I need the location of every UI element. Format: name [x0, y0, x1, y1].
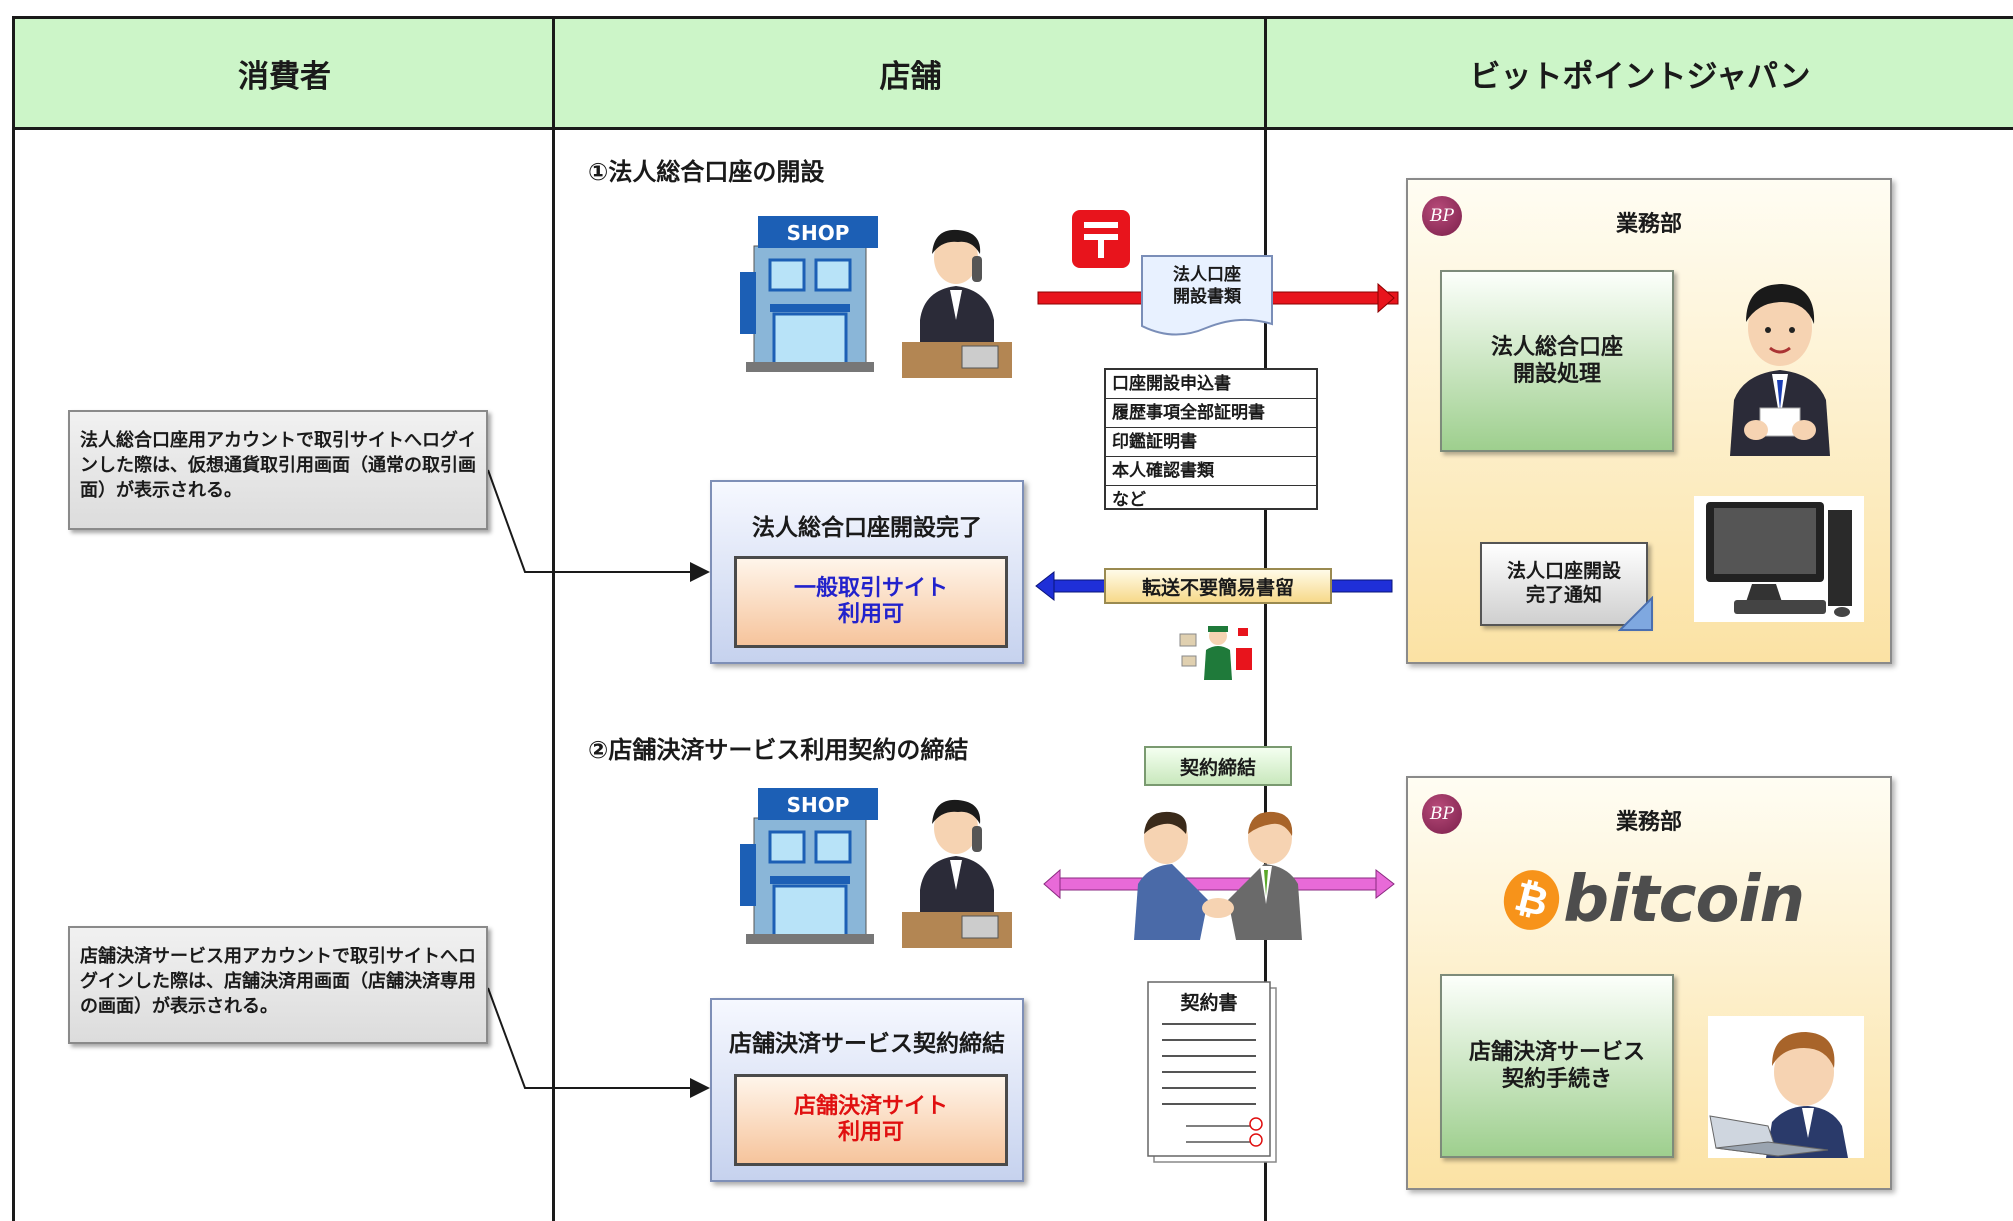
process-line-2: 開設処理 — [1512, 362, 1601, 387]
panel-inner-line-1: 一般取引サイト — [793, 575, 948, 601]
lane-divider-left — [12, 16, 15, 1221]
document-item: など — [1112, 490, 1146, 510]
business-dept-box: BP 業務部 ₿ bitcoin 店舗決済サービス 契約手続き — [1406, 776, 1892, 1190]
dept-title: 業務部 — [1615, 810, 1682, 835]
bitpoint-logo: BP — [1422, 196, 1462, 236]
lane-divider-bitpoint — [1264, 16, 1267, 1221]
handshake-icon — [1124, 804, 1312, 940]
payment-site-available: 店舗決済サイト 利用可 — [734, 1074, 1008, 1166]
notice-line-2: 完了通知 — [1525, 584, 1602, 606]
document-item: 履歴事項全部証明書 — [1106, 399, 1316, 428]
bitpoint-logo: BP — [1422, 794, 1462, 834]
panel-title: 店舗決済サービス契約締結 — [729, 1031, 1005, 1057]
desktop-computer-icon — [1694, 496, 1864, 622]
section1-title: ①法人総合口座の開設 — [588, 158, 825, 186]
shop-icon: SHOP — [740, 216, 880, 376]
lane-header-bitpoint: ビットポイントジャパン — [1264, 16, 2013, 130]
return-mail-text: 転送不要簡易書留 — [1141, 576, 1294, 599]
shop-sign: SHOP — [787, 221, 850, 245]
postal-mark-icon — [1072, 210, 1130, 268]
process-line-1: 法人総合口座 — [1490, 334, 1623, 360]
postman-icon — [1178, 620, 1258, 686]
lane-title-bitpoint: ビットポイントジャパン — [1469, 58, 1811, 95]
consumer-note-1: 法人総合口座用アカウントで取引サイトへログインした際は、仮想通貨取引用画面（通常… — [68, 410, 488, 530]
account-complete-notice: 法人口座開設 完了通知 — [1480, 542, 1648, 626]
staff-with-letter-icon — [1724, 270, 1836, 456]
document-item: 口座開設申込書 — [1106, 370, 1316, 399]
panel-title: 法人総合口座開設完了 — [752, 515, 982, 541]
mail-doc-line-1: 法人口座 — [1173, 265, 1241, 285]
consumer-note-2: 店舗決済サービス用アカウントで取引サイトへログインした際は、店舗決済用画面（店舗… — [68, 926, 488, 1044]
shop-icon: SHOP — [740, 788, 880, 948]
lane-title-consumer: 消費者 — [238, 58, 331, 95]
lane-header-consumer: 消費者 — [12, 16, 554, 130]
notice-fold-corner — [1618, 596, 1653, 631]
mail-doc-line-2: 開設書類 — [1173, 287, 1241, 308]
panel-inner-line-2: 利用可 — [837, 602, 904, 627]
process-line-2: 契約手続き — [1501, 1067, 1612, 1092]
mail-document: 法人口座 開設書類 — [1140, 254, 1274, 340]
callout-connector-1 — [487, 469, 710, 582]
account-opening-process: 法人総合口座 開設処理 — [1440, 270, 1674, 452]
payment-contract-complete-panel: 店舗決済サービス契約締結 店舗決済サイト 利用可 — [710, 998, 1024, 1182]
bitcoin-logo: ₿ bitcoin — [1497, 862, 1805, 938]
contract-document: 契約書 — [1146, 980, 1280, 1166]
bitcoin-symbol-icon: ₿ — [1497, 864, 1566, 936]
shop-sign: SHOP — [787, 793, 850, 817]
lane-divider-store — [552, 16, 555, 1221]
dept-title: 業務部 — [1615, 212, 1682, 237]
callout-connector-2 — [487, 987, 710, 1098]
bitpoint-logo-text: BP — [1430, 206, 1454, 226]
panel-inner-line-2: 利用可 — [837, 1120, 904, 1145]
document-item: 本人確認書類 — [1106, 457, 1316, 486]
store-staff-phone-icon — [902, 790, 1012, 948]
account-opening-complete-panel: 法人総合口座開設完了 一般取引サイト 利用可 — [710, 480, 1024, 664]
document-item: 印鑑証明書 — [1106, 428, 1316, 457]
business-dept-box: BP 業務部 法人総合口座 開設処理 法人口座開設 完了通知 — [1406, 178, 1892, 664]
notice-line-1: 法人口座開設 — [1506, 560, 1621, 583]
required-documents-list: 口座開設申込書 履歴事項全部証明書 印鑑証明書 本人確認書類 など — [1104, 368, 1318, 510]
general-trading-site-available: 一般取引サイト 利用可 — [734, 556, 1008, 648]
panel-inner-line-1: 店舗決済サイト — [793, 1093, 948, 1119]
contract-doc-title: 契約書 — [1180, 992, 1238, 1014]
contract-label-text: 契約締結 — [1179, 756, 1256, 779]
return-mail-label: 転送不要簡易書留 — [1104, 568, 1332, 604]
contract-label: 契約締結 — [1144, 746, 1292, 786]
section2-title: ②店舗決済サービス利用契約の締結 — [588, 736, 969, 764]
lane-title-store: 店舗 — [879, 58, 942, 95]
store-staff-phone-icon — [902, 220, 1012, 378]
lane-header-store: 店舗 — [552, 16, 1266, 130]
payment-service-process: 店舗決済サービス 契約手続き — [1440, 974, 1674, 1158]
staff-laptop-icon — [1708, 1016, 1864, 1158]
bitpoint-logo-text: BP — [1430, 804, 1454, 824]
process-line-1: 店舗決済サービス — [1468, 1039, 1645, 1065]
bitcoin-wordmark: bitcoin — [1563, 863, 1805, 937]
